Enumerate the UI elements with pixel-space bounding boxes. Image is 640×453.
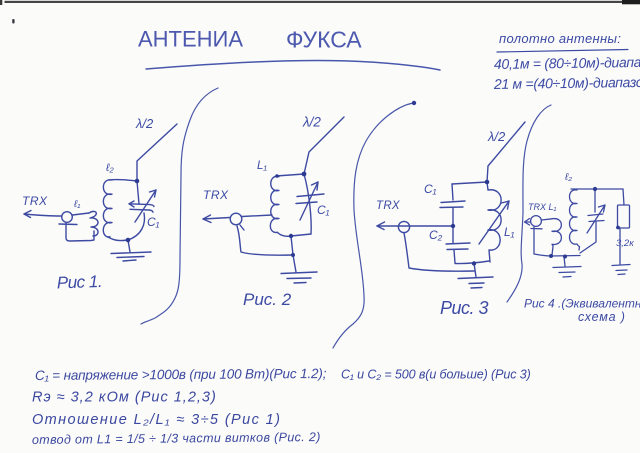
svg-text:ℓ₂: ℓ₂ — [564, 172, 572, 183]
svg-text:λ/2: λ/2 — [487, 129, 506, 144]
svg-text:Отношение L₂/L₁ ≈ 3÷5 (Рис 1): Отношение L₂/L₁ ≈ 3÷5 (Рис 1) — [32, 412, 281, 428]
svg-text:C₁: C₁ — [147, 215, 160, 229]
svg-text:TRX L₁: TRX L₁ — [528, 202, 557, 212]
svg-text:40,1м = (80÷10м)-диапазон: 40,1м = (80÷10м)-диапазон — [494, 54, 640, 72]
svg-text:Рис. 3: Рис. 3 — [440, 298, 489, 318]
svg-text:Рис 1.: Рис 1. — [56, 272, 102, 293]
svg-text:схема ): схема ) — [578, 310, 626, 324]
svg-text:L₁: L₁ — [257, 160, 267, 172]
svg-text:TRX: TRX — [376, 200, 401, 212]
svg-text:АНТЕНИА: АНТЕНИА — [138, 27, 243, 52]
svg-text:Рис 4 .(Эквивалентная: Рис 4 .(Эквивалентная — [524, 297, 640, 311]
svg-text:C₁ = напряжение >1000в (при 10: C₁ = напряжение >1000в (при 100 Вт)(Рис … — [35, 366, 327, 383]
svg-text:ℓ₁: ℓ₁ — [73, 199, 80, 210]
svg-text:C₂: C₂ — [429, 228, 443, 242]
svg-text:L₁: L₁ — [504, 225, 515, 239]
svg-text:3,2к: 3,2к — [616, 238, 634, 249]
svg-text:λ/2: λ/2 — [302, 115, 321, 130]
svg-text:C₁: C₁ — [424, 182, 437, 196]
svg-text:ФУКСА: ФУКСА — [286, 27, 362, 53]
svg-text:TRX: TRX — [203, 188, 229, 202]
svg-text:λ/2: λ/2 — [135, 116, 154, 131]
svg-text:C₁: C₁ — [317, 203, 330, 217]
svg-text:Рис. 2: Рис. 2 — [243, 290, 292, 309]
svg-text:Rэ ≈ 3,2 кОм (Рис 1,2,3): Rэ ≈ 3,2 кОм (Рис 1,2,3) — [32, 390, 217, 406]
svg-text:21 м =(40÷10м)-диапазоны: 21 м =(40÷10м)-диапазоны — [493, 74, 640, 92]
svg-text:отвод от L1 = 1/5 ÷ 1/3 части: отвод от L1 = 1/5 ÷ 1/3 части витков (Ри… — [32, 430, 321, 447]
svg-text:ℓ₂: ℓ₂ — [105, 162, 115, 174]
svg-text:С₁ и С₂ = 500 в(и больше) (Рис: С₁ и С₂ = 500 в(и больше) (Рис 3) — [341, 368, 531, 382]
svg-text:полотно антенны:: полотно антенны: — [499, 31, 621, 46]
svg-text:TRX: TRX — [22, 194, 48, 208]
